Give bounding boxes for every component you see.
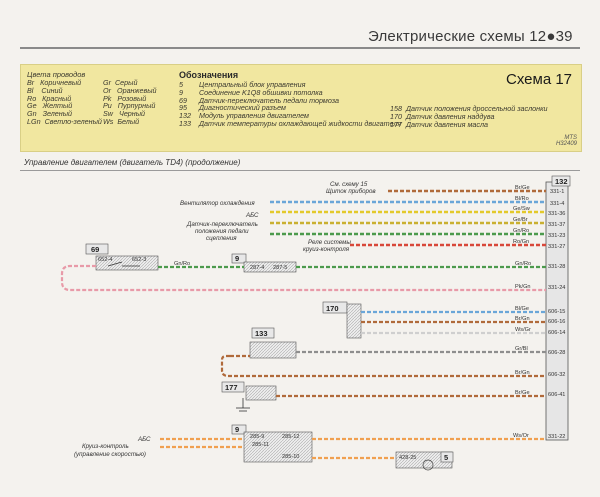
header-divider — [20, 47, 580, 49]
pin-label: 287-5 — [273, 265, 287, 271]
wire-label: Ge/Sw — [513, 206, 531, 212]
sensor-177-number: 177 — [225, 383, 238, 392]
pin-label: 331-1 — [550, 189, 564, 195]
section-title: Управление двигателем (двигатель TD4) (п… — [24, 158, 241, 167]
connector-9-tag-lower — [231, 424, 247, 435]
wire-colors-heading: Цвета проводов — [27, 70, 86, 79]
clutch-sensor-label-1: Датчик-переключатель — [186, 221, 258, 228]
wire-label: Pk/Gn — [515, 284, 531, 290]
pin-label: 331-24 — [548, 285, 565, 291]
notation-heading: Обозначения — [179, 70, 239, 80]
wire-label: Bl/Ge — [515, 306, 529, 312]
brake-switch-body — [95, 255, 159, 271]
wire-label: Ws/Gr — [515, 327, 531, 333]
wire-colors-column-2: Gr Серый Or Оранжевый Pk Розовый Pu Пурп… — [103, 78, 157, 126]
page-header: Электрические схемы 12●39 — [0, 0, 600, 50]
cruise-relay-label-2: круиз-контроля — [303, 246, 350, 253]
pin-label: 287-4 — [250, 265, 264, 271]
pin-label: 285-11 — [252, 442, 269, 448]
wire-label: Ge/Br — [513, 217, 528, 223]
instrument-panel-label: Щиток приборов — [326, 188, 376, 195]
clutch-sensor-label-3: сцепления — [206, 235, 237, 242]
wire-label: Gr/Bl — [515, 346, 528, 352]
ecu-pin-labels: 331-1 331-4 331-36 331-37 331-23 331-27 … — [548, 189, 565, 440]
publisher-stamp: MTS H32409 — [555, 135, 577, 147]
pin-label: 606-14 — [548, 330, 565, 336]
pin-label: 331-23 — [548, 233, 565, 239]
wire-label: Ws/Or — [513, 433, 529, 439]
wire-label: Br/Ge — [515, 185, 530, 191]
legend-box: Цвета проводов Br Коричневый Bl Синий Ro… — [20, 64, 582, 152]
pin-label: 331-28 — [548, 264, 565, 270]
clutch-sensor-label-2: положения педали — [195, 228, 249, 235]
pin-label: 331-37 — [548, 222, 565, 228]
pin-label: 606-28 — [548, 350, 565, 356]
connector-9-tag-upper — [231, 253, 247, 264]
connector-9-number-lower: 9 — [235, 425, 239, 434]
pin-label: 331-36 — [548, 211, 565, 217]
ecu-132-number: 132 — [555, 177, 568, 186]
wire-label: Gn/Ro — [174, 261, 190, 267]
scheme-title: Схема 17 — [506, 71, 573, 88]
wire-label: Br/Gn — [515, 316, 530, 322]
top-wire-bundle — [270, 189, 546, 247]
pin-label: 606-15 — [548, 309, 565, 315]
pin-label: 331-4 — [550, 201, 564, 207]
see-scheme-label: См. схему 15 — [330, 181, 368, 188]
central-unit-tag — [440, 451, 454, 463]
page-title: Электрические схемы 12●39 — [368, 28, 573, 45]
wire-colors-column-1: Br Коричневый Bl Синий Ro Красный Ge Жел… — [27, 78, 102, 126]
sensor-177-tag — [221, 381, 245, 393]
connector-9-body-lower — [243, 431, 313, 463]
cruise-control-label-1: Круиз-контроль — [82, 443, 129, 450]
pin-label: 652-3 — [132, 257, 146, 263]
pin-label: 285-10 — [282, 454, 299, 460]
connector-9-number-upper: 9 — [235, 254, 239, 263]
wire-label: Br/Ge — [515, 390, 530, 396]
pin-label: 606-32 — [548, 372, 565, 378]
notation-column-2: 158 Датчик положения дроссельной заслонк… — [390, 104, 548, 129]
wire-label: Gn/Ro — [515, 261, 531, 267]
wire-label: Bl/Ro — [515, 196, 529, 202]
cruise-relay-label-1: Реле системы — [308, 239, 351, 246]
pin-label: 285-12 — [282, 434, 299, 440]
boost-sensor-body — [346, 303, 362, 339]
pin-label: 606-16 — [548, 319, 565, 325]
component-69-tag — [85, 243, 109, 255]
section-divider — [20, 170, 580, 171]
abs-bottom-label: АБС — [137, 436, 151, 443]
oil-sensor-body — [245, 385, 277, 401]
ecu-132-tag — [551, 175, 571, 187]
sensor-133-number: 133 — [255, 329, 268, 338]
pin-label: 428-25 — [399, 455, 416, 461]
coolant-sensor-body — [249, 341, 297, 359]
abs-top-label: АБС — [245, 212, 259, 219]
notation-column-1: 5 Центральный блок управления 9 Соединен… — [179, 80, 402, 128]
wire-pk-gn — [60, 264, 546, 292]
wire-label: Br/Gn — [515, 370, 530, 376]
pin-label: 285-9 — [250, 434, 264, 440]
pin-label: 652-4 — [98, 257, 112, 263]
sensor-133-tag — [251, 327, 275, 339]
central-unit-number: 5 — [444, 453, 448, 462]
cooling-fan-label: Вентилятор охлаждения — [180, 200, 255, 207]
pin-label: 331-27 — [548, 244, 565, 250]
cruise-control-label-2: (управление скоростью) — [74, 451, 146, 458]
wire-label: Ro/Gn — [513, 239, 529, 245]
wire-label: Gn/Ro — [513, 228, 529, 234]
pin-label: 331-22 — [548, 434, 565, 440]
sensor-170-number: 170 — [326, 304, 339, 313]
pin-label: 606-41 — [548, 392, 565, 398]
component-69-number: 69 — [91, 245, 99, 254]
